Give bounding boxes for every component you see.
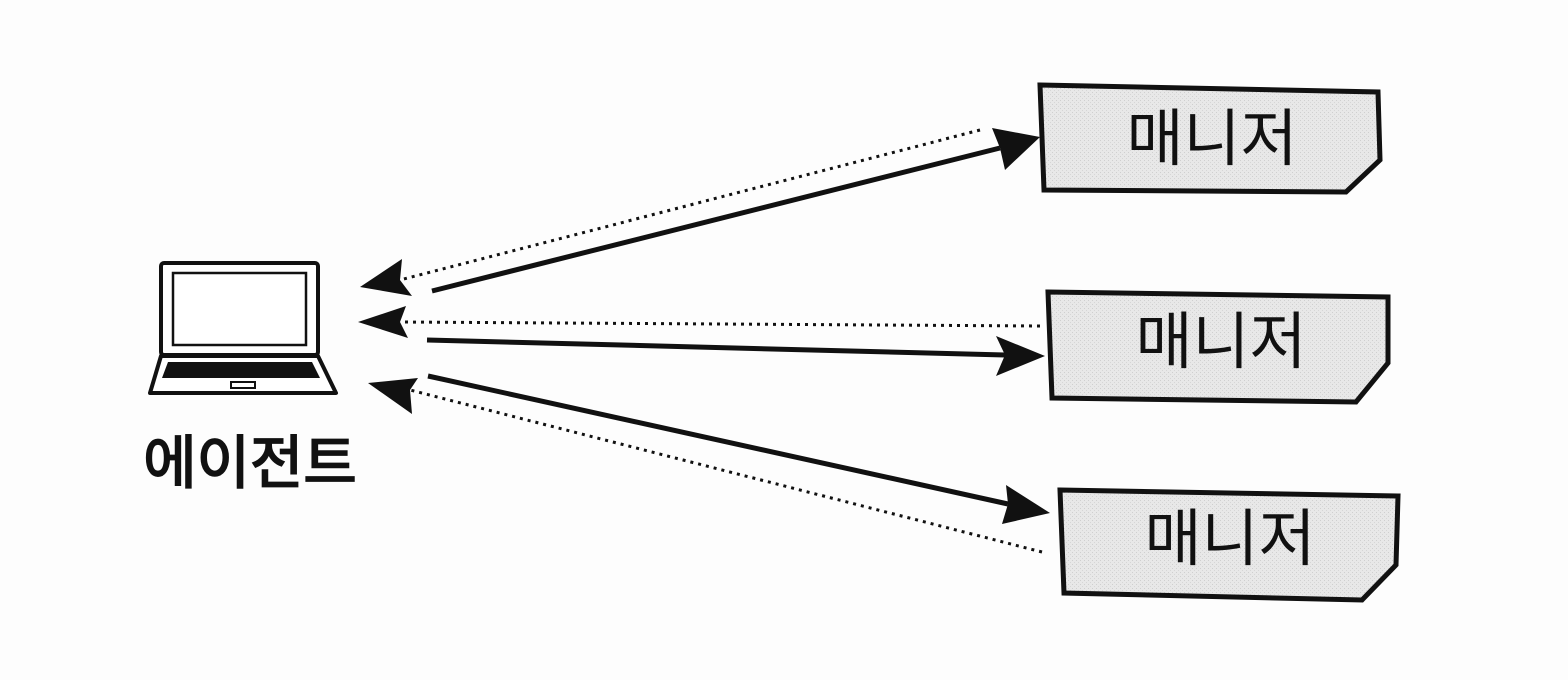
arrowhead-solid-3 (1002, 485, 1050, 524)
manager-box-1 (1037, 82, 1383, 195)
arrowhead-dotted-1 (360, 259, 412, 296)
laptop-keyboard (162, 362, 320, 378)
arrow-manager-3-to-agent (368, 378, 1043, 554)
arrow-agent-to-manager-2 (426, 336, 1045, 376)
manager-label-3: 매니저 (1144, 502, 1315, 575)
arrow-agent-to-manager-1 (431, 128, 1040, 294)
manager-label-1: 매니저 (1126, 102, 1297, 175)
arrow-line-solid-1 (431, 145, 1001, 294)
manager-node-3: 매니저 (1057, 487, 1401, 603)
arrow-agent-to-manager-3 (427, 373, 1050, 524)
arrow-line-solid-3 (427, 373, 1009, 507)
arrow-manager-2-to-agent (358, 306, 1041, 338)
arrowhead-dotted-3 (368, 378, 418, 414)
manager-box-3 (1057, 487, 1401, 603)
laptop-screen (171, 271, 308, 347)
arrowhead-solid-2 (996, 336, 1045, 376)
arrow-line-dotted-1 (399, 128, 981, 282)
agent-label: 에이전트 (143, 429, 356, 497)
arrow-line-dotted-2 (399, 320, 1041, 328)
manager-label-2: 매니저 (1135, 305, 1306, 378)
laptop-icon (148, 261, 338, 395)
arrow-line-dotted-3 (409, 388, 1043, 554)
manager-box-2 (1045, 289, 1391, 405)
arrow-line-solid-2 (426, 337, 1006, 358)
arrow-manager-1-to-agent (360, 128, 981, 296)
manager-node-2: 매니저 (1045, 289, 1391, 405)
manager-node-1: 매니저 (1037, 82, 1383, 195)
arrowhead-dotted-2 (358, 306, 408, 338)
laptop-trackpad (230, 381, 256, 389)
arrowhead-solid-1 (992, 128, 1040, 170)
